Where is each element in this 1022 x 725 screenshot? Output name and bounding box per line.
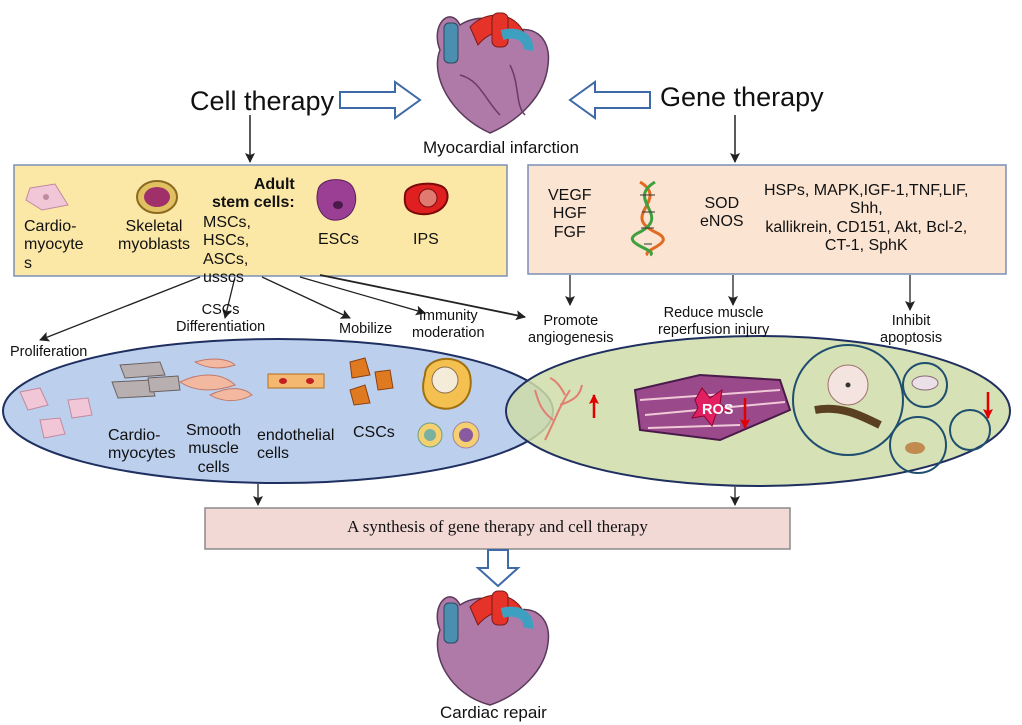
apoptosis-cell-icon [792, 344, 991, 474]
mobilize-label: Mobilize [339, 321, 393, 337]
promote-angiogenesis-label: Promote angiogenesis [528, 313, 614, 346]
escs-icon [316, 179, 357, 221]
gene-therapy-box [527, 164, 1007, 275]
hollow-arrow-right [339, 80, 422, 120]
adult-stem-cells-list: MSCs, HSCs, ASCs, usscs [203, 214, 251, 287]
blood-vessel-icon [534, 377, 583, 441]
cardiac-repair-label: Cardiac repair [440, 703, 547, 722]
proliferating-cells-icon [19, 387, 93, 439]
adult-stem-cells-heading: Adult stem cells: [212, 176, 295, 212]
smooth-muscle-label: Smooth muscle cells [186, 422, 242, 476]
cardiomyocyte-cluster-icon [111, 361, 181, 399]
endothelial-cells-icon [267, 373, 325, 389]
cscs-ellipse-label: CSCs [353, 424, 395, 441]
growth-factors-label: VEGF HGF FGF [548, 187, 592, 241]
skeletal-myoblasts-label: Skeletal myoblasts [118, 218, 191, 254]
ros-label: ROS [702, 402, 734, 418]
genes-list-label: HSPs, MAPK,IGF-1,TNF,LIF, Shh, kallikrei… [764, 182, 969, 255]
myocardial-infarction-label: Myocardial infarction [423, 138, 579, 157]
cell-therapy-label: Cell therapy [190, 86, 335, 116]
cscs-icon [349, 357, 394, 406]
ips-label: IPS [413, 231, 439, 248]
gene-therapy-label: Gene therapy [660, 82, 824, 112]
muscle-fiber-icon [633, 373, 792, 442]
hollow-arrow-left [568, 80, 651, 120]
endothelial-label: endothelial cells [257, 427, 335, 463]
sod-enos-label: SOD eNOS [700, 195, 744, 231]
cardiomyocytes-label: Cardio- myocyte s [24, 218, 84, 272]
inhibit-apoptosis-label: Inhibit apoptosis [880, 313, 943, 346]
synthesis-label: A synthesis of gene therapy and cell the… [347, 517, 648, 536]
repaired-heart-icon [436, 590, 550, 706]
cardiomyocytes-ellipse-label: Cardio- myocytes [108, 427, 176, 463]
immunity-moderation-label: Immunity moderation [412, 308, 485, 341]
smooth-muscle-cells-icon [178, 358, 253, 402]
hollow-arrow-down [475, 549, 521, 588]
heart-icon [436, 12, 550, 134]
reduce-injury-label: Reduce muscle reperfusion injury [658, 305, 770, 338]
stem-cell-icon [417, 357, 480, 449]
dna-icon [630, 180, 665, 257]
proliferation-label: Proliferation [10, 344, 88, 360]
escs-label: ESCs [318, 231, 359, 248]
cscs-differentiation-label: CSCs Differentiation [176, 302, 266, 335]
